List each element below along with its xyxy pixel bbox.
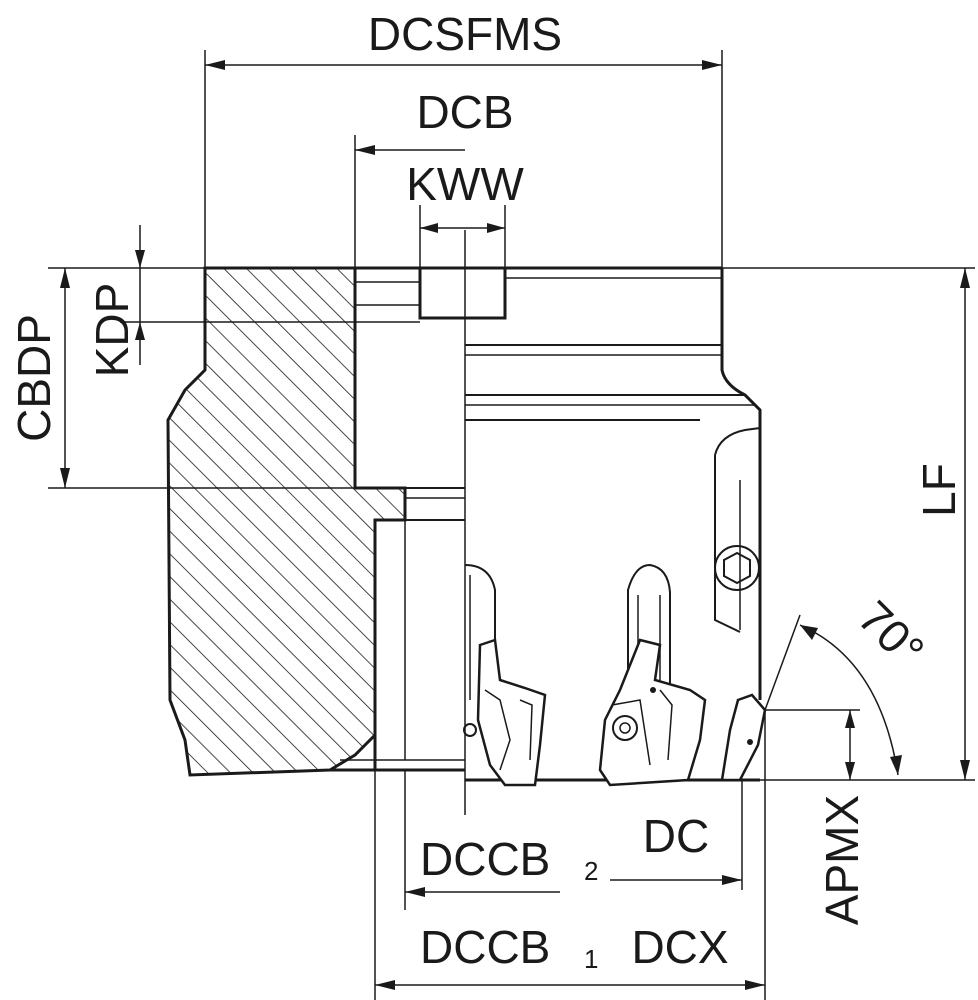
label-dccb2-sub: 2 [584, 856, 598, 886]
dim-dcx-dccb1 [374, 710, 766, 1000]
dim-kww [419, 205, 506, 268]
label-lf: LF [913, 463, 965, 517]
label-dccb2-main: DCCB [420, 833, 550, 885]
label-dccb2: DCCB 2 [420, 833, 598, 886]
dim-dcsfms [204, 50, 723, 268]
insert-right [720, 693, 767, 782]
insert-middle [598, 638, 707, 787]
label-angle: 70° [848, 591, 934, 677]
dim-dcb [354, 135, 465, 268]
label-cbdp: CBDP [8, 314, 60, 442]
label-dccb1: DCCB 1 [420, 921, 598, 974]
insert-left [463, 638, 547, 787]
dim-lf [722, 267, 975, 781]
label-dccb1-main: DCCB [420, 921, 550, 973]
dim-dc-dccb2 [404, 770, 743, 910]
label-kww: KWW [406, 158, 524, 210]
label-dccb1-sub: 1 [584, 944, 598, 974]
label-dcsfms: DCSFMS [368, 8, 562, 60]
dim-kdp-cbdp [48, 225, 420, 489]
label-dcx: DCX [631, 921, 728, 973]
dim-apmx [765, 709, 860, 780]
dim-angle [764, 614, 902, 776]
label-apmx: APMX [816, 795, 868, 925]
cutter-section-hatched [166, 266, 407, 777]
cutter-body-outline [330, 230, 762, 815]
label-kdp: KDP [86, 283, 138, 378]
label-dcb: DCB [416, 86, 513, 138]
label-dc: DC [643, 810, 709, 862]
insert-top-right-screw [714, 545, 760, 591]
